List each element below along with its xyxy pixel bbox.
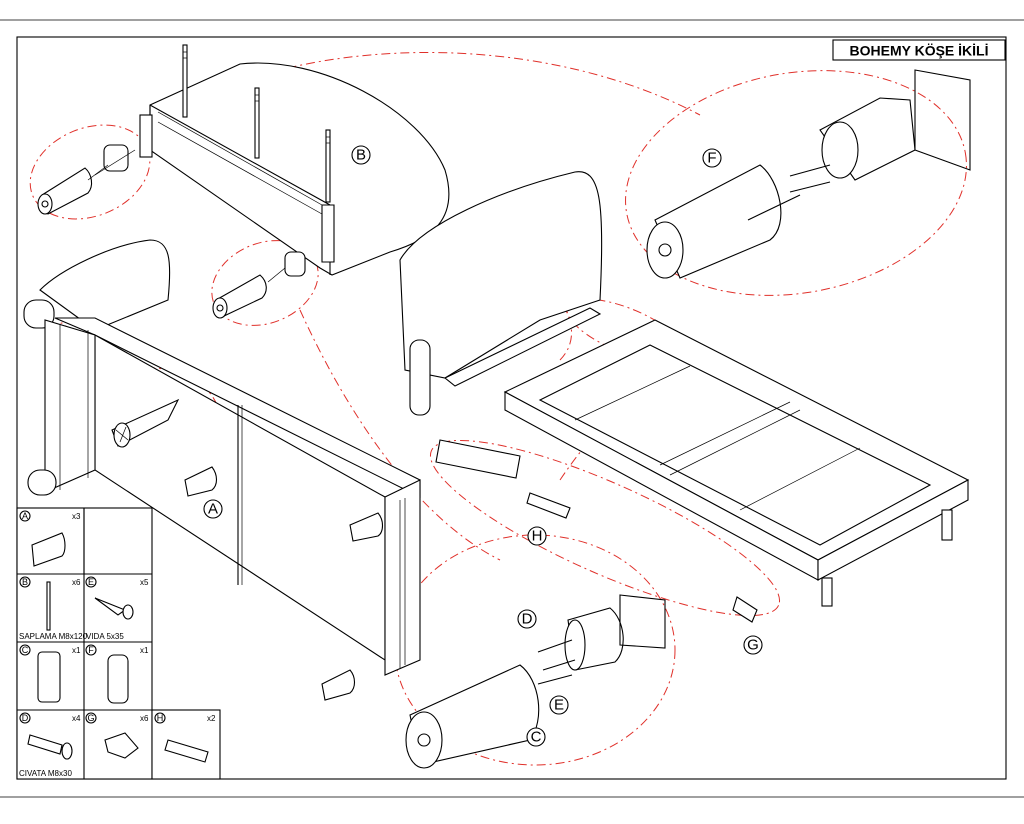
svg-text:x3: x3: [72, 512, 81, 521]
backrest-middle: [399, 171, 603, 416]
svg-text:x4: x4: [72, 714, 81, 723]
svg-text:B: B: [22, 577, 28, 587]
seat-frame-right: [503, 319, 970, 607]
svg-text:E: E: [88, 577, 94, 587]
title-box: BOHEMY KÖŞE İKİLİ: [832, 39, 1006, 61]
callout-e: E: [549, 695, 569, 715]
part-cell-f: F x1: [85, 644, 149, 704]
callouts: A B C D E F G H: [203, 145, 763, 747]
backrest-top: [139, 44, 450, 276]
leg-detail-left: [37, 144, 136, 215]
callout-f: F: [702, 148, 722, 168]
callout-c: C: [526, 727, 546, 747]
svg-text:C: C: [531, 729, 542, 746]
title-text: BOHEMY KÖŞE İKİLİ: [850, 43, 989, 59]
page-frame: [0, 19, 1024, 798]
svg-text:C: C: [22, 645, 29, 655]
svg-text:x1: x1: [140, 646, 149, 655]
svg-text:SAPLAMA M8x120: SAPLAMA M8x120: [19, 632, 88, 641]
part-cell-g: G x6: [85, 712, 149, 759]
leg-zoom-c: [405, 594, 666, 769]
part-cell-d: D x4 CIVATA M8x30: [19, 712, 81, 778]
svg-text:CIVATA M8x30: CIVATA M8x30: [19, 769, 72, 778]
svg-text:x6: x6: [140, 714, 149, 723]
callout-d: D: [517, 609, 537, 629]
parts-table: A x3 B x6 SAPLAMA M8x120 E x5 VIDA 5x35 …: [16, 507, 153, 780]
svg-text:H: H: [157, 713, 164, 723]
dowel-detail: [435, 439, 758, 623]
svg-text:x5: x5: [140, 578, 149, 587]
svg-text:x2: x2: [207, 714, 216, 723]
part-cell-b: B x6 SAPLAMA M8x120: [19, 576, 88, 641]
part-cell-e: E x5 VIDA 5x35: [85, 576, 149, 641]
svg-text:G: G: [87, 713, 94, 723]
svg-text:D: D: [22, 713, 29, 723]
screw-detail: [111, 398, 180, 448]
callout-b: B: [351, 145, 371, 165]
callout-h: H: [527, 526, 547, 546]
leg-zoom-f: [646, 69, 971, 279]
callout-a: A: [203, 499, 223, 519]
svg-text:E: E: [554, 697, 564, 714]
svg-text:D: D: [522, 611, 533, 628]
part-cell-h: H x2: [151, 709, 221, 780]
svg-text:F: F: [88, 645, 94, 655]
svg-text:F: F: [707, 150, 716, 167]
svg-text:G: G: [747, 637, 759, 654]
part-cell-a: A x3: [19, 510, 81, 567]
svg-text:x6: x6: [72, 578, 81, 587]
svg-text:A: A: [208, 501, 218, 518]
svg-text:H: H: [532, 528, 543, 545]
svg-text:A: A: [22, 511, 28, 521]
callout-g: G: [743, 635, 763, 655]
leg-detail-center: [212, 251, 306, 319]
svg-text:B: B: [356, 147, 366, 164]
svg-text:VIDA 5x35: VIDA 5x35: [86, 632, 124, 641]
part-cell-c: C x1: [19, 644, 81, 703]
svg-text:x1: x1: [72, 646, 81, 655]
